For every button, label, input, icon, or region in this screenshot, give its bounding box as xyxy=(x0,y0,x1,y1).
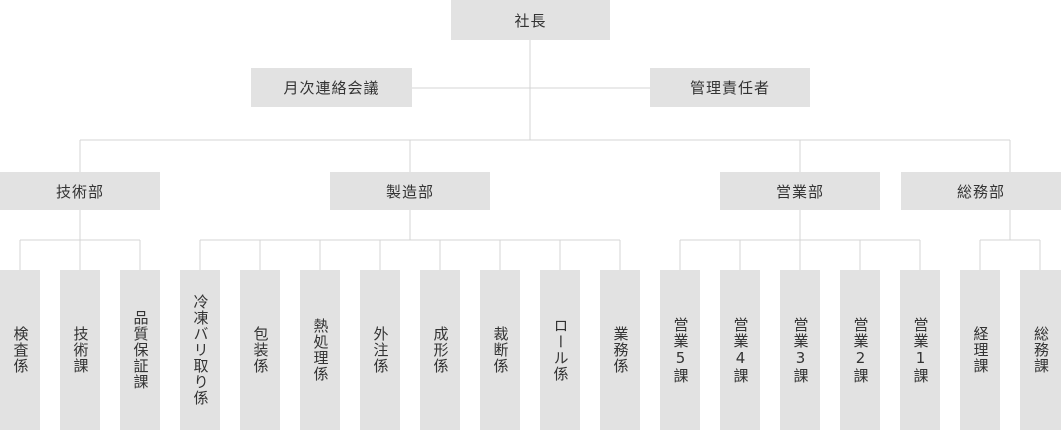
unit-label: 熱処理係 xyxy=(311,318,330,382)
unit-box: 外注係 xyxy=(360,270,400,430)
monthly-meeting-label: 月次連絡会議 xyxy=(283,79,380,97)
unit-box: 冷凍バリ取り係 xyxy=(180,270,220,430)
unit-label: 業務係 xyxy=(611,326,630,374)
unit-label: ロール係 xyxy=(551,318,570,382)
unit-label: 営業3課 xyxy=(791,316,810,384)
unit-label: 経理課 xyxy=(971,326,990,374)
management-representative-label: 管理責任者 xyxy=(689,79,770,97)
unit-label: 総務課 xyxy=(1032,326,1050,374)
unit-box: 熱処理係 xyxy=(300,270,340,430)
unit-label: 冷凍バリ取り係 xyxy=(191,294,210,406)
unit-label: 検査係 xyxy=(11,326,30,374)
unit-label: 技術課 xyxy=(71,326,90,374)
unit-box: 営業2課 xyxy=(840,270,880,430)
unit-label: 営業4課 xyxy=(731,316,750,384)
unit-label: 営業5課 xyxy=(671,316,690,384)
unit-box: 検査係 xyxy=(0,270,40,430)
unit-box: 営業3課 xyxy=(780,270,820,430)
department-gijutsu: 技術部 xyxy=(0,172,160,210)
management-representative-box: 管理責任者 xyxy=(650,68,810,107)
unit-box: 営業5課 xyxy=(660,270,700,430)
unit-label: 営業2課 xyxy=(851,316,870,384)
unit-box: 業務係 xyxy=(600,270,640,430)
unit-label: 裁断係 xyxy=(491,326,510,374)
unit-label: 営業1課 xyxy=(911,316,930,384)
unit-box: 品質保証課 xyxy=(120,270,160,430)
unit-label: 包装係 xyxy=(251,326,270,374)
department-label: 製造部 xyxy=(385,182,434,201)
unit-box: 成形係 xyxy=(420,270,460,430)
unit-label: 外注係 xyxy=(371,326,390,374)
unit-label: 成形係 xyxy=(431,326,450,374)
unit-box: 営業1課 xyxy=(900,270,940,430)
unit-box: 経理課 xyxy=(960,270,1000,430)
department-eigyou: 営業部 xyxy=(720,172,880,210)
president-label: 社長 xyxy=(514,11,547,30)
unit-box: 包装係 xyxy=(240,270,280,430)
unit-box: ロール係 xyxy=(540,270,580,430)
unit-box: 総務課 xyxy=(1020,270,1061,430)
unit-label: 品質保証課 xyxy=(131,310,150,390)
unit-box: 裁断係 xyxy=(480,270,520,430)
department-soumu: 総務部 xyxy=(901,172,1061,210)
department-label: 総務部 xyxy=(956,182,1005,201)
president-box: 社長 xyxy=(451,0,610,40)
department-seizou: 製造部 xyxy=(330,172,490,210)
monthly-meeting-box: 月次連絡会議 xyxy=(251,68,412,107)
unit-box: 営業4課 xyxy=(720,270,760,430)
department-label: 技術部 xyxy=(55,182,104,201)
department-label: 営業部 xyxy=(775,182,824,201)
unit-box: 技術課 xyxy=(60,270,100,430)
